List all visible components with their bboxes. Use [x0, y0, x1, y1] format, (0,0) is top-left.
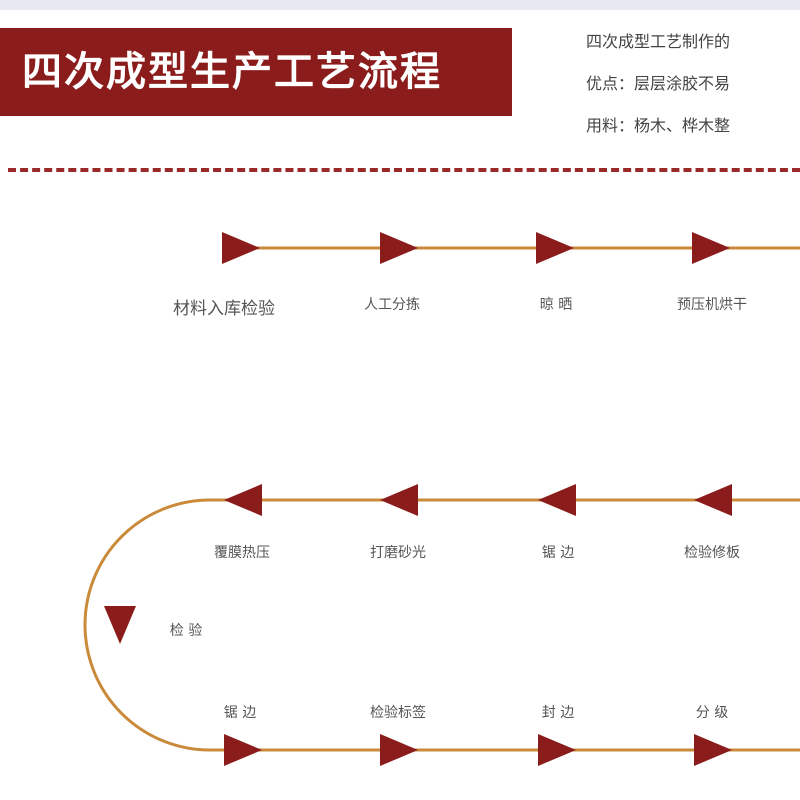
- row1-arrow-4: [692, 232, 730, 264]
- step-label: 检验修板: [684, 545, 740, 561]
- step-label: 分 级: [695, 705, 729, 721]
- row3-arrow-1: [224, 734, 262, 766]
- step-label: 锯 边: [223, 705, 257, 721]
- return-loop-line: [83, 498, 800, 752]
- step-label: 锯 边: [541, 545, 575, 561]
- step-label: 材料入库检验: [173, 299, 275, 319]
- intro-line-2: 优点：层层涂胶不易: [586, 74, 731, 93]
- step-label: 预压机烘干: [677, 297, 747, 313]
- row3-arrow-2: [380, 734, 418, 766]
- step-label: 打磨砂光: [370, 545, 426, 561]
- step-label: 人工分拣: [364, 297, 420, 313]
- intro-line-3: 用料：杨木、桦木整: [586, 116, 731, 135]
- step-label: 封 边: [541, 705, 575, 721]
- row3-arrow-3: [538, 734, 576, 766]
- page-title: 四次成型生产工艺流程: [22, 48, 442, 95]
- dashed-divider: [8, 168, 800, 172]
- row2-arrow-3: [538, 484, 576, 516]
- row2-arrow-1: [224, 484, 262, 516]
- row1-arrow-1: [222, 232, 260, 264]
- title-banner: [0, 28, 512, 116]
- step-label: 检 验: [169, 623, 203, 639]
- row2-arrow-2: [380, 484, 418, 516]
- row2-arrow-4: [694, 484, 732, 516]
- row1-arrow-3: [536, 232, 574, 264]
- step-label: 检验标签: [370, 705, 426, 721]
- step-label: 晾 晒: [539, 297, 573, 313]
- row1-arrow-2: [380, 232, 418, 264]
- row3-arrow-4: [694, 734, 732, 766]
- intro-line-1: 四次成型工艺制作的: [586, 32, 731, 51]
- step-label: 覆膜热压: [214, 545, 270, 561]
- top-strip: [0, 0, 800, 10]
- turn-arrow: [104, 606, 136, 644]
